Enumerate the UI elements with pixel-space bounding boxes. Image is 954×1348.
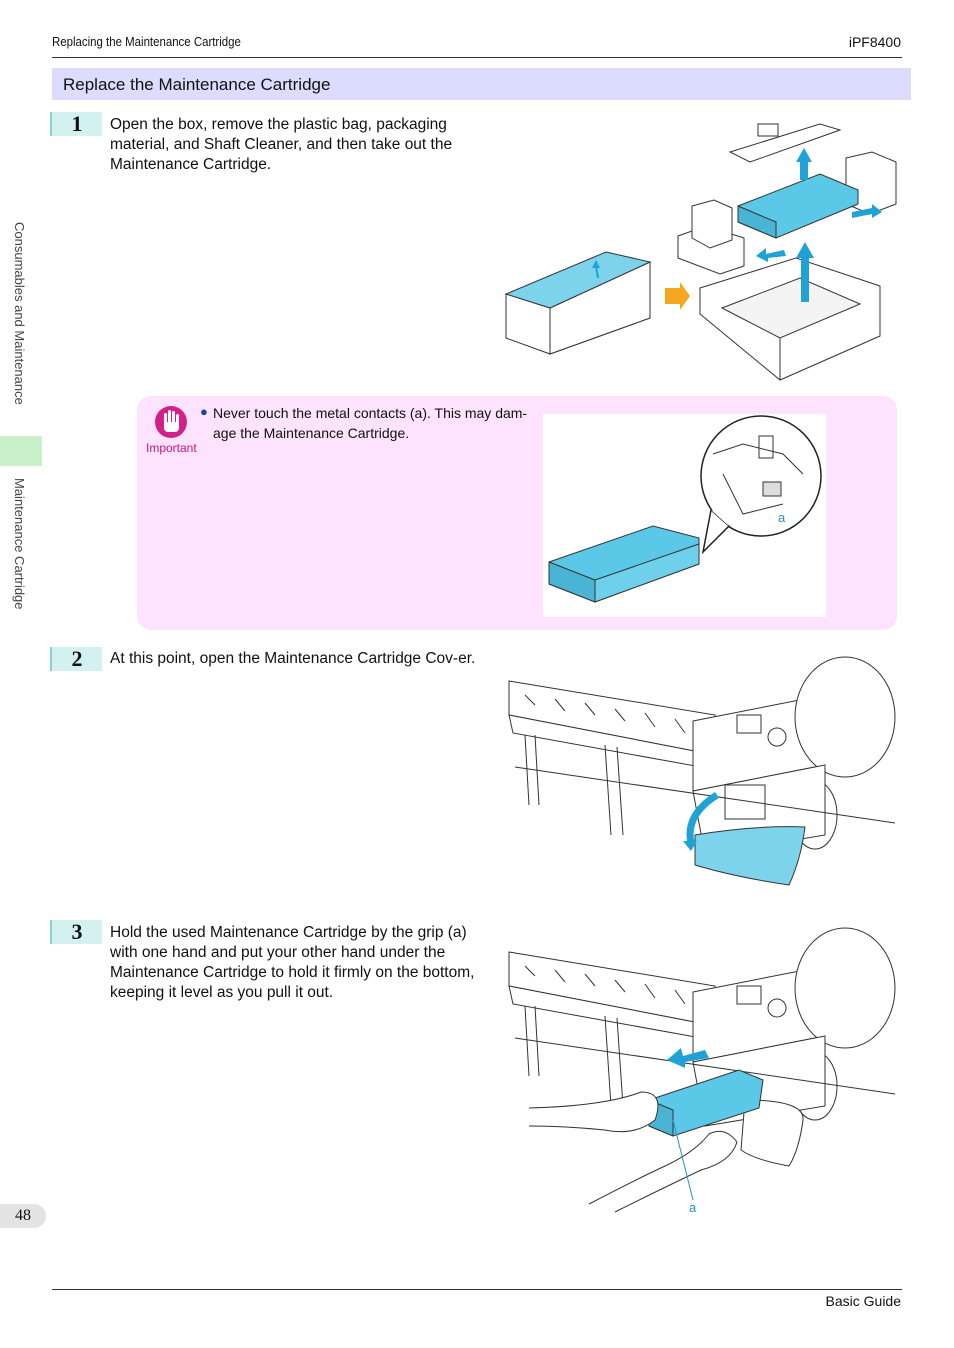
step-number-3: 3	[50, 920, 102, 944]
header-divider	[52, 57, 902, 58]
footer-divider	[52, 1289, 902, 1290]
section-title: Replace the Maintenance Cartridge	[63, 75, 331, 94]
printer-cartridge-removal-illustration: a	[508, 927, 896, 1215]
removal-arrows	[756, 148, 882, 302]
printer-cover-open-illustration	[508, 656, 896, 886]
pull-direction-arrow	[667, 1048, 709, 1068]
side-tab-current[interactable]: Maintenance Cartridge	[12, 478, 27, 610]
section-title-bar	[52, 68, 911, 100]
running-header-model: iPF8400	[848, 34, 901, 50]
step-text-2: At this point, open the Maintenance Cart…	[110, 650, 476, 667]
open-cover	[694, 826, 806, 886]
important-label: Important	[146, 441, 197, 455]
maintenance-cartridge	[737, 173, 859, 239]
footer-guide-name: Basic Guide	[825, 1293, 901, 1309]
hand-stop-icon	[155, 406, 187, 438]
cartridge-illustration	[548, 525, 700, 603]
side-tab-active-marker[interactable]	[0, 436, 42, 466]
shaft-cleaner	[728, 123, 842, 163]
step-text-3: Hold the used Maintenance Cartridge by t…	[110, 924, 475, 1001]
running-header-section: Replacing the Maintenance Cartridge	[52, 34, 241, 49]
unboxing-illustration	[504, 123, 897, 381]
packaging-foam	[677, 151, 897, 275]
metal-contacts-illustration: a	[548, 415, 822, 603]
step-number-2: 2	[50, 647, 102, 671]
important-callout-label: a	[778, 510, 786, 525]
page-number: 48	[0, 1204, 46, 1228]
side-tab-chapter[interactable]: Consumables and Maintenance	[12, 222, 27, 405]
hands	[528, 1091, 738, 1213]
open-box	[699, 257, 881, 381]
bullet-icon: ●	[200, 404, 208, 419]
step-number-1: 1	[50, 112, 102, 136]
next-step-arrow	[665, 282, 690, 310]
important-text: Never touch the metal contacts (a). This…	[213, 405, 528, 441]
open-direction-arrow	[686, 792, 719, 844]
step-text-1: Open the box, remove the plastic bag, pa…	[110, 116, 453, 173]
grip-callout-label: a	[689, 1200, 697, 1215]
closed-box	[504, 251, 652, 355]
